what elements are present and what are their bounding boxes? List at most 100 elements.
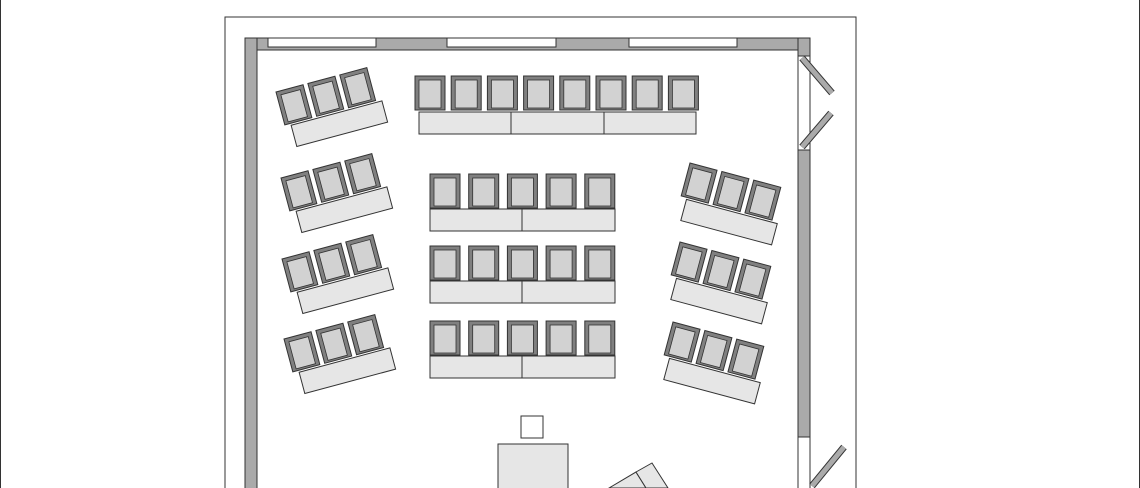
chair-seat bbox=[418, 79, 442, 109]
room-floor bbox=[256, 49, 799, 488]
teacher-desk-fill bbox=[498, 444, 568, 488]
chair bbox=[545, 245, 577, 281]
seating-group bbox=[280, 153, 394, 234]
chair-seat bbox=[588, 249, 612, 279]
door-opening-fill bbox=[798, 437, 810, 488]
table bbox=[429, 208, 523, 232]
chair bbox=[559, 75, 591, 111]
teacher-desk bbox=[497, 443, 569, 488]
chair-seat bbox=[699, 334, 728, 369]
chair-seat bbox=[510, 177, 534, 207]
chair-seat bbox=[433, 324, 457, 354]
chair bbox=[312, 161, 350, 203]
chair-seat bbox=[472, 324, 496, 354]
chair bbox=[595, 75, 627, 111]
table bbox=[295, 186, 394, 234]
teacher-chair bbox=[520, 415, 544, 439]
seating-group bbox=[275, 67, 389, 148]
door-leaf bbox=[799, 110, 834, 150]
chair bbox=[545, 173, 577, 209]
chair bbox=[429, 173, 461, 209]
chair bbox=[584, 245, 616, 281]
chair-seat bbox=[320, 327, 348, 361]
table bbox=[521, 280, 616, 304]
chair-seat bbox=[738, 263, 767, 297]
window bbox=[267, 37, 377, 48]
chair bbox=[315, 322, 353, 364]
chair bbox=[313, 242, 351, 284]
table bbox=[429, 280, 523, 304]
chair bbox=[486, 75, 518, 111]
chair bbox=[712, 170, 750, 213]
table bbox=[290, 100, 389, 148]
chair-seat bbox=[706, 254, 735, 289]
chair-seat bbox=[344, 72, 372, 106]
seating-group bbox=[281, 234, 395, 315]
door-leaf bbox=[799, 55, 835, 96]
chair-seat bbox=[549, 177, 573, 207]
door-leaf bbox=[809, 444, 847, 488]
chair-seat bbox=[288, 336, 316, 370]
chair bbox=[345, 234, 383, 276]
chair-seat bbox=[588, 324, 612, 354]
chair bbox=[339, 67, 377, 109]
chair-seat bbox=[285, 175, 313, 209]
chair bbox=[584, 173, 616, 209]
chair bbox=[506, 320, 538, 356]
table bbox=[680, 198, 778, 246]
chair bbox=[280, 170, 318, 212]
chair bbox=[663, 321, 701, 363]
chair-seat bbox=[527, 79, 550, 109]
chair bbox=[670, 241, 708, 283]
chair bbox=[307, 75, 345, 117]
chair bbox=[281, 251, 319, 293]
door-leaf-fill bbox=[800, 111, 833, 149]
chair bbox=[429, 245, 461, 281]
chair-seat bbox=[280, 89, 308, 123]
table bbox=[521, 355, 616, 379]
chair bbox=[414, 75, 446, 111]
chair bbox=[344, 153, 382, 195]
chair-seat bbox=[549, 249, 573, 279]
table bbox=[521, 208, 616, 232]
chair-seat bbox=[510, 324, 534, 354]
chair-seat bbox=[716, 175, 745, 210]
table bbox=[635, 462, 669, 488]
table bbox=[603, 111, 697, 135]
chair bbox=[283, 331, 321, 373]
door-leaf-fill bbox=[810, 445, 846, 488]
table bbox=[296, 267, 395, 315]
chair-seat bbox=[454, 79, 478, 109]
table bbox=[510, 111, 605, 135]
chair-seat bbox=[510, 249, 534, 279]
door-leaf-fill bbox=[800, 56, 834, 95]
wall-left-fill bbox=[245, 38, 257, 488]
chair-seat bbox=[312, 80, 340, 114]
wall-right-middle bbox=[797, 149, 811, 438]
chair bbox=[523, 75, 555, 111]
table bbox=[418, 111, 512, 135]
chair-seat bbox=[635, 79, 659, 109]
window bbox=[446, 37, 557, 48]
chair-seat bbox=[599, 79, 623, 109]
chair-seat bbox=[317, 166, 345, 200]
chair bbox=[506, 173, 538, 209]
wall-right-top bbox=[797, 37, 811, 57]
chair bbox=[275, 84, 313, 126]
chair-seat bbox=[563, 79, 587, 109]
chair-seat bbox=[349, 158, 377, 192]
chair bbox=[680, 162, 718, 204]
chair bbox=[506, 245, 538, 281]
chair-seat bbox=[286, 256, 314, 290]
chair-seat bbox=[672, 79, 695, 109]
chair-seat bbox=[675, 246, 703, 280]
door-opening bbox=[797, 436, 811, 488]
chair-seat bbox=[731, 343, 760, 377]
table bbox=[663, 357, 761, 405]
chair-seat bbox=[433, 177, 457, 207]
chair bbox=[667, 75, 699, 111]
chair-seat bbox=[588, 177, 612, 207]
chair-seat bbox=[668, 326, 696, 360]
seating-group bbox=[680, 162, 782, 246]
